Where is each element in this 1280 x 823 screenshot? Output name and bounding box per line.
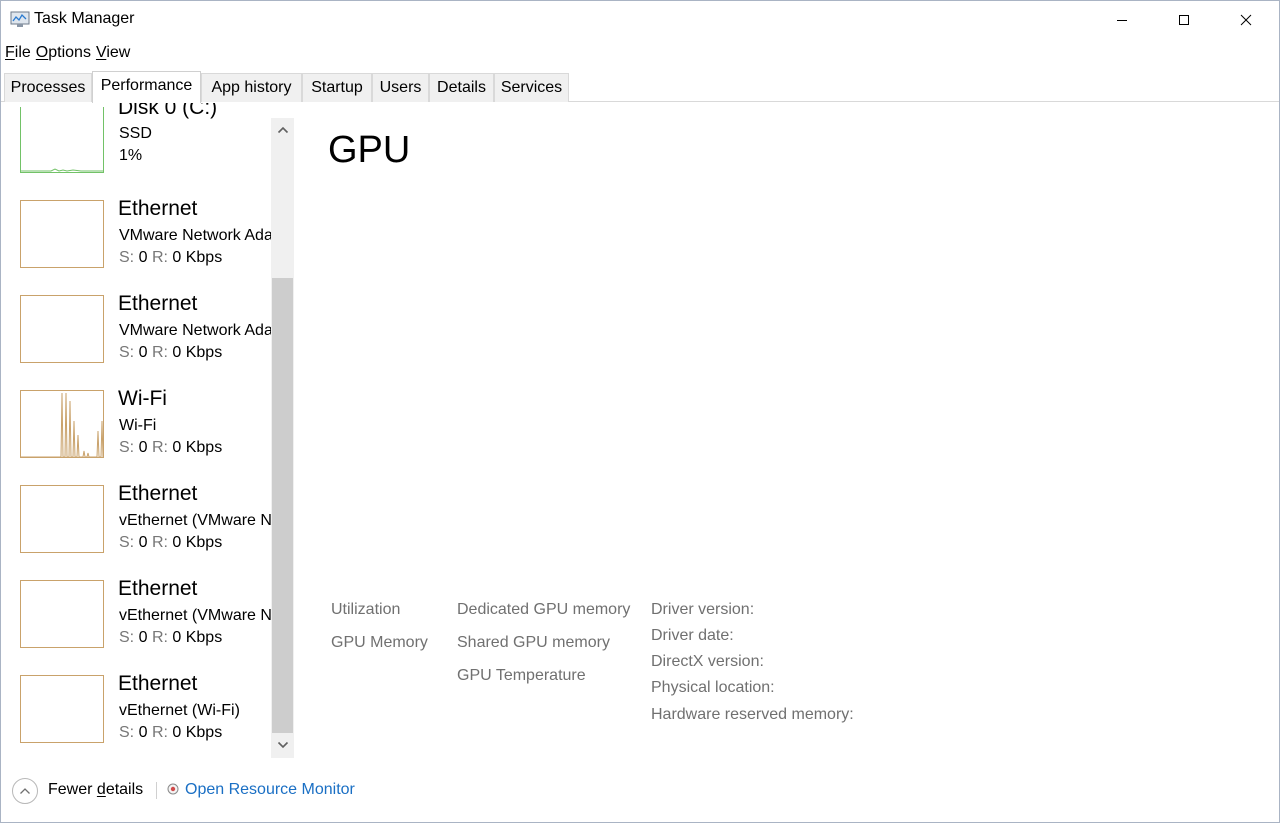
item-title: Disk 0 (C:): [118, 103, 218, 119]
item-title: Ethernet: [118, 577, 198, 600]
tab-performance[interactable]: Performance: [92, 71, 201, 103]
item-stat: S: 0 R: 0 Kbps: [119, 724, 223, 741]
item-subtitle: vEthernet (VMware Network Adapter): [119, 512, 271, 529]
network-graph: [20, 580, 104, 648]
item-title: Ethernet: [118, 482, 198, 505]
list-item-wifi[interactable]: Wi-Fi Wi-Fi S: 0 R: 0 Kbps: [1, 385, 271, 480]
item-subtitle: vEthernet (VMware Network Adapter): [119, 607, 271, 624]
maximize-button[interactable]: [1153, 1, 1215, 39]
item-stat: S: 0 R: 0 Kbps: [119, 344, 223, 361]
menu-options[interactable]: Options: [35, 44, 91, 61]
minimize-button[interactable]: [1091, 1, 1153, 39]
list-item-ethernet[interactable]: Ethernet vEthernet (VMware Network Adapt…: [1, 480, 271, 575]
tab-details[interactable]: Details: [429, 73, 494, 102]
tab-startup[interactable]: Startup: [302, 73, 372, 102]
close-button[interactable]: [1215, 1, 1277, 39]
fewer-details-button[interactable]: [12, 778, 38, 804]
tab-app-history[interactable]: App history: [201, 73, 302, 102]
minimize-icon: [1117, 20, 1127, 21]
fewer-details-link[interactable]: Fewer details: [48, 781, 144, 798]
list-item-ethernet[interactable]: Ethernet VMware Network Adapter VMnet8 S…: [1, 290, 271, 385]
utilization-label: Utilization: [331, 601, 401, 618]
title-bar[interactable]: Task Manager: [1, 1, 1279, 39]
chevron-down-icon: [277, 741, 288, 749]
list-item-ethernet[interactable]: Ethernet vEthernet (Wi-Fi) S: 0 R: 0 Kbp…: [1, 670, 271, 758]
page-title: GPU: [328, 129, 411, 171]
chevron-up-icon: [277, 126, 288, 134]
menu-file[interactable]: File: [5, 44, 31, 61]
network-graph: [20, 675, 104, 743]
tab-users[interactable]: Users: [372, 73, 429, 102]
item-title: Wi-Fi: [118, 387, 167, 410]
footer-divider: [156, 782, 157, 799]
task-manager-app-icon: [10, 11, 30, 27]
window-title: Task Manager: [34, 10, 135, 27]
list-item-disk[interactable]: Disk 0 (C:) SSD 1%: [1, 103, 271, 191]
item-title: Ethernet: [118, 292, 198, 315]
hardware-reserved-memory-label: Hardware reserved memory:: [651, 706, 854, 723]
gpu-temperature-label: GPU Temperature: [457, 667, 586, 684]
tab-services[interactable]: Services: [494, 73, 569, 102]
dedicated-gpu-memory-label: Dedicated GPU memory: [457, 601, 631, 618]
scroll-down-button[interactable]: [271, 734, 294, 756]
network-graph: [20, 200, 104, 268]
item-subtitle: SSD: [119, 125, 152, 142]
chevron-up-icon: [20, 788, 30, 794]
wifi-graph: [20, 390, 104, 458]
list-item-ethernet[interactable]: Ethernet vEthernet (VMware Network Adapt…: [1, 575, 271, 670]
maximize-icon: [1179, 15, 1189, 25]
item-subtitle: VMware Network Adapter VMnet1: [119, 227, 271, 244]
item-stat: S: 0 R: 0 Kbps: [119, 534, 223, 551]
resource-list[interactable]: Disk 0 (C:) SSD 1% Ethernet VMware Netwo…: [1, 103, 296, 758]
menu-view[interactable]: View: [95, 44, 131, 61]
sidebar-scrollbar[interactable]: [271, 118, 294, 758]
network-graph: [20, 295, 104, 363]
disk-graph: [20, 107, 104, 173]
item-subtitle: vEthernet (Wi-Fi): [119, 702, 240, 719]
menu-bar: File Options View: [1, 41, 131, 67]
directx-version-label: DirectX version:: [651, 653, 764, 670]
tab-processes[interactable]: Processes: [4, 73, 92, 102]
item-title: Ethernet: [118, 672, 198, 695]
close-icon: [1240, 14, 1252, 26]
shared-gpu-memory-label: Shared GPU memory: [457, 634, 610, 651]
item-stat: S: 0 R: 0 Kbps: [119, 629, 223, 646]
item-title: Ethernet: [118, 197, 198, 220]
item-stat: S: 0 R: 0 Kbps: [119, 439, 223, 456]
gpu-memory-label: GPU Memory: [331, 634, 428, 651]
scroll-thumb[interactable]: [272, 278, 293, 733]
list-item-ethernet[interactable]: Ethernet VMware Network Adapter VMnet1 S…: [1, 195, 271, 290]
network-graph: [20, 485, 104, 553]
driver-version-label: Driver version:: [651, 601, 755, 618]
item-stat: S: 0 R: 0 Kbps: [119, 249, 223, 266]
physical-location-label: Physical location:: [651, 679, 775, 696]
item-subtitle: VMware Network Adapter VMnet8: [119, 322, 271, 339]
resource-monitor-icon: [167, 783, 179, 795]
open-resource-monitor-link[interactable]: Open Resource Monitor: [185, 781, 355, 798]
item-stat: 1%: [119, 147, 143, 164]
item-subtitle: Wi-Fi: [119, 417, 157, 434]
driver-date-label: Driver date:: [651, 627, 734, 644]
tab-strip: Processes Performance App history Startu…: [1, 71, 1279, 103]
scroll-up-button[interactable]: [271, 119, 294, 141]
